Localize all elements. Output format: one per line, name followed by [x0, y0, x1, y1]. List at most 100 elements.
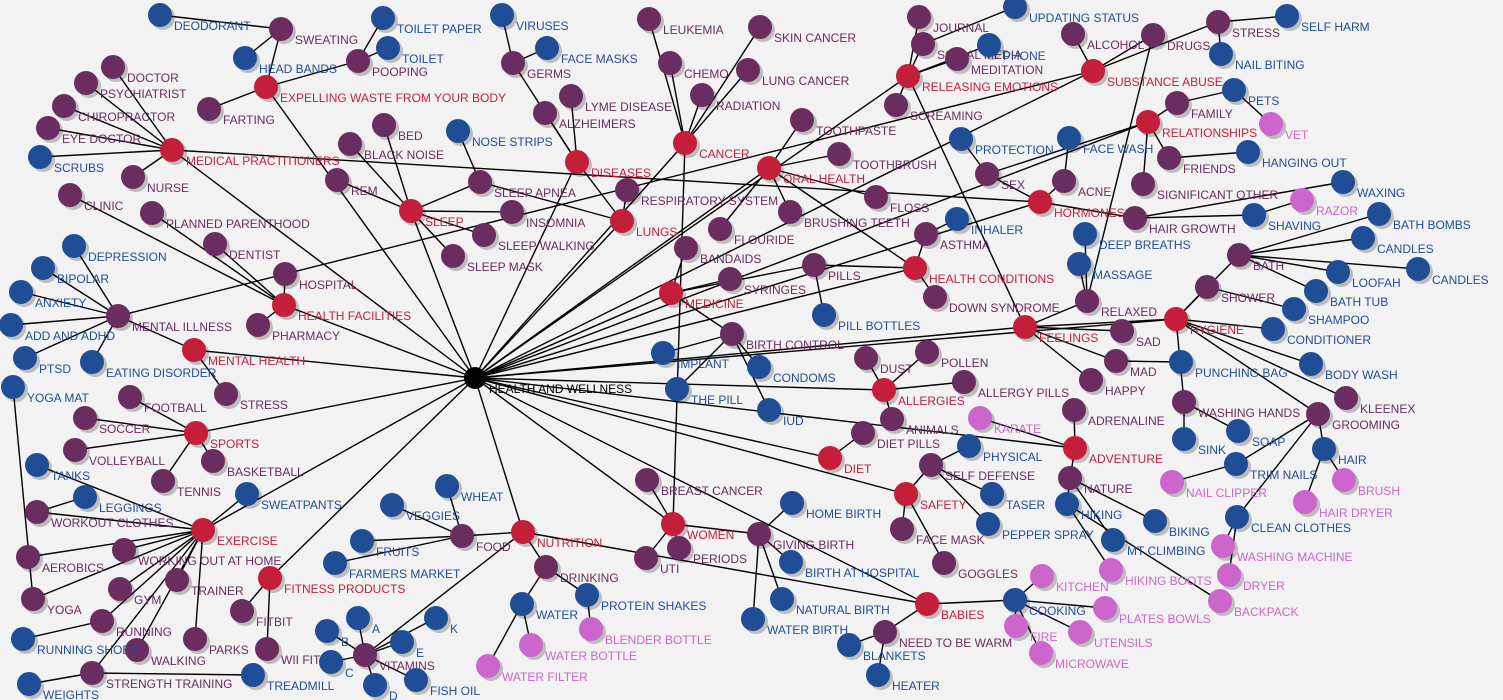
node-circle[interactable] — [923, 285, 947, 309]
node-fitbit[interactable]: Fitbit — [230, 599, 293, 629]
node-sex[interactable]: Sex — [975, 162, 1025, 192]
node-soap[interactable]: Soap — [1226, 419, 1285, 449]
node-circle[interactable] — [1293, 490, 1317, 514]
node-circle[interactable] — [1004, 614, 1028, 638]
node-circle[interactable] — [435, 474, 459, 498]
node-parks[interactable]: Parks — [183, 627, 249, 657]
node-gym[interactable]: Gym — [108, 577, 161, 607]
node-circle[interactable] — [201, 449, 225, 473]
node-birthctrl[interactable]: Birth Control — [720, 322, 844, 352]
node-medprac[interactable]: Medical Practitioners — [160, 138, 340, 168]
node-circle[interactable] — [1073, 222, 1097, 246]
node-circle[interactable] — [720, 322, 744, 346]
node-circle[interactable] — [28, 145, 52, 169]
node-circle[interactable] — [1227, 243, 1251, 267]
node-circle[interactable] — [519, 633, 543, 657]
node-circle[interactable] — [903, 256, 927, 280]
node-trainer[interactable]: Trainer — [165, 568, 244, 598]
node-floss[interactable]: Floss — [864, 185, 929, 215]
node-circle[interactable] — [101, 55, 125, 79]
node-circle[interactable] — [363, 673, 387, 697]
node-nosestrips[interactable]: Nose Strips — [446, 119, 553, 149]
node-washhands[interactable]: Washing Hands — [1172, 390, 1300, 420]
node-circle[interactable] — [1110, 319, 1134, 343]
node-hairdryer[interactable]: Hair Dryer — [1293, 490, 1393, 520]
node-circle[interactable] — [273, 262, 297, 286]
node-chiro[interactable]: Chiropractor — [52, 94, 175, 124]
node-thepill[interactable]: The Pill — [665, 377, 743, 407]
node-givebirth[interactable]: Giving Birth — [747, 522, 854, 552]
node-happy[interactable]: Happy — [1079, 368, 1146, 398]
node-circle[interactable] — [1104, 349, 1128, 373]
node-circle[interactable] — [736, 58, 760, 82]
node-pills[interactable]: Pills — [802, 253, 861, 283]
node-animals[interactable]: Animals — [880, 407, 959, 437]
node-circle[interactable] — [812, 303, 836, 327]
node-circle[interactable] — [690, 83, 714, 107]
node-fruits[interactable]: Fruits — [350, 529, 419, 559]
node-circle[interactable] — [31, 256, 55, 280]
node-circle[interactable] — [112, 538, 136, 562]
node-circle[interactable] — [896, 64, 920, 88]
node-screaming[interactable]: Screaming — [884, 93, 983, 123]
node-circle[interactable] — [1290, 188, 1314, 212]
node-utensils[interactable]: Utensils — [1068, 620, 1153, 650]
node-karate[interactable]: Karate — [968, 406, 1041, 436]
node-lungs[interactable]: Lungs — [610, 209, 677, 239]
node-circle[interactable] — [203, 232, 227, 256]
node-mtclimb[interactable]: MT Climbing — [1101, 528, 1205, 558]
node-circle[interactable] — [399, 199, 423, 223]
node-circle[interactable] — [779, 550, 803, 574]
node-adventure[interactable]: Adventure — [1063, 436, 1163, 466]
node-circle[interactable] — [747, 522, 771, 546]
node-loofah[interactable]: Loofah — [1326, 260, 1401, 290]
node-circle[interactable] — [872, 378, 896, 402]
node-circle[interactable] — [854, 346, 878, 370]
node-chemo[interactable]: Chemo — [658, 51, 729, 81]
node-safety[interactable]: Safety — [894, 482, 967, 512]
node-expel[interactable]: Expelling Waste From Your Body — [254, 75, 506, 105]
node-razor[interactable]: Razor — [1290, 188, 1358, 218]
node-psych[interactable]: Psychiatrist — [74, 71, 187, 101]
node-vita[interactable]: A — [346, 606, 380, 636]
node-depression[interactable]: Depression — [62, 234, 167, 264]
node-tennis[interactable]: Tennis — [151, 469, 221, 499]
node-homebirth[interactable]: Home Birth — [780, 491, 881, 521]
node-dust[interactable]: Dust — [854, 346, 913, 376]
node-alz[interactable]: Alzheimers — [533, 101, 636, 131]
node-circle[interactable] — [490, 3, 514, 27]
node-circle[interactable] — [976, 512, 1000, 536]
node-bed[interactable]: Bed — [372, 113, 423, 143]
node-circle[interactable] — [0, 313, 23, 337]
node-circle[interactable] — [1351, 226, 1375, 250]
node-circle[interactable] — [1282, 297, 1306, 321]
node-volleyball[interactable]: Volleyball — [63, 438, 165, 468]
node-alcohol[interactable]: Alcohol — [1061, 22, 1145, 52]
node-basketball[interactable]: Basketball — [201, 449, 304, 479]
node-pooping[interactable]: Pooping — [346, 49, 428, 79]
node-diet[interactable]: Diet — [818, 446, 872, 476]
node-circle[interactable] — [230, 599, 254, 623]
node-circle[interactable] — [610, 209, 634, 233]
node-circle[interactable] — [911, 32, 935, 56]
node-circle[interactable] — [637, 7, 661, 31]
node-hair[interactable]: Hair — [1312, 437, 1367, 467]
node-wiifit[interactable]: WII Fit — [255, 637, 321, 667]
node-shaving[interactable]: Shaving — [1242, 203, 1321, 233]
node-circle[interactable] — [1172, 427, 1196, 451]
node-condoms[interactable]: Condoms — [747, 355, 836, 385]
node-circle[interactable] — [1164, 307, 1188, 331]
node-circle[interactable] — [1331, 170, 1355, 194]
node-healthcond[interactable]: Health Conditions — [903, 256, 1054, 286]
node-bandaids[interactable]: Bandaids — [674, 236, 761, 266]
node-addadhd[interactable]: ADD and ADHD — [0, 313, 115, 343]
node-acne[interactable]: Acne — [1052, 169, 1111, 199]
node-needwarm[interactable]: Need To Be Warm — [873, 620, 1012, 650]
node-circle[interactable] — [866, 663, 890, 687]
node-circle[interactable] — [9, 280, 33, 304]
node-trimnails[interactable]: Trim Nails — [1224, 452, 1317, 482]
node-circle[interactable] — [350, 529, 374, 553]
node-circle[interactable] — [390, 630, 414, 654]
node-circle[interactable] — [802, 253, 826, 277]
node-circle[interactable] — [160, 138, 184, 162]
